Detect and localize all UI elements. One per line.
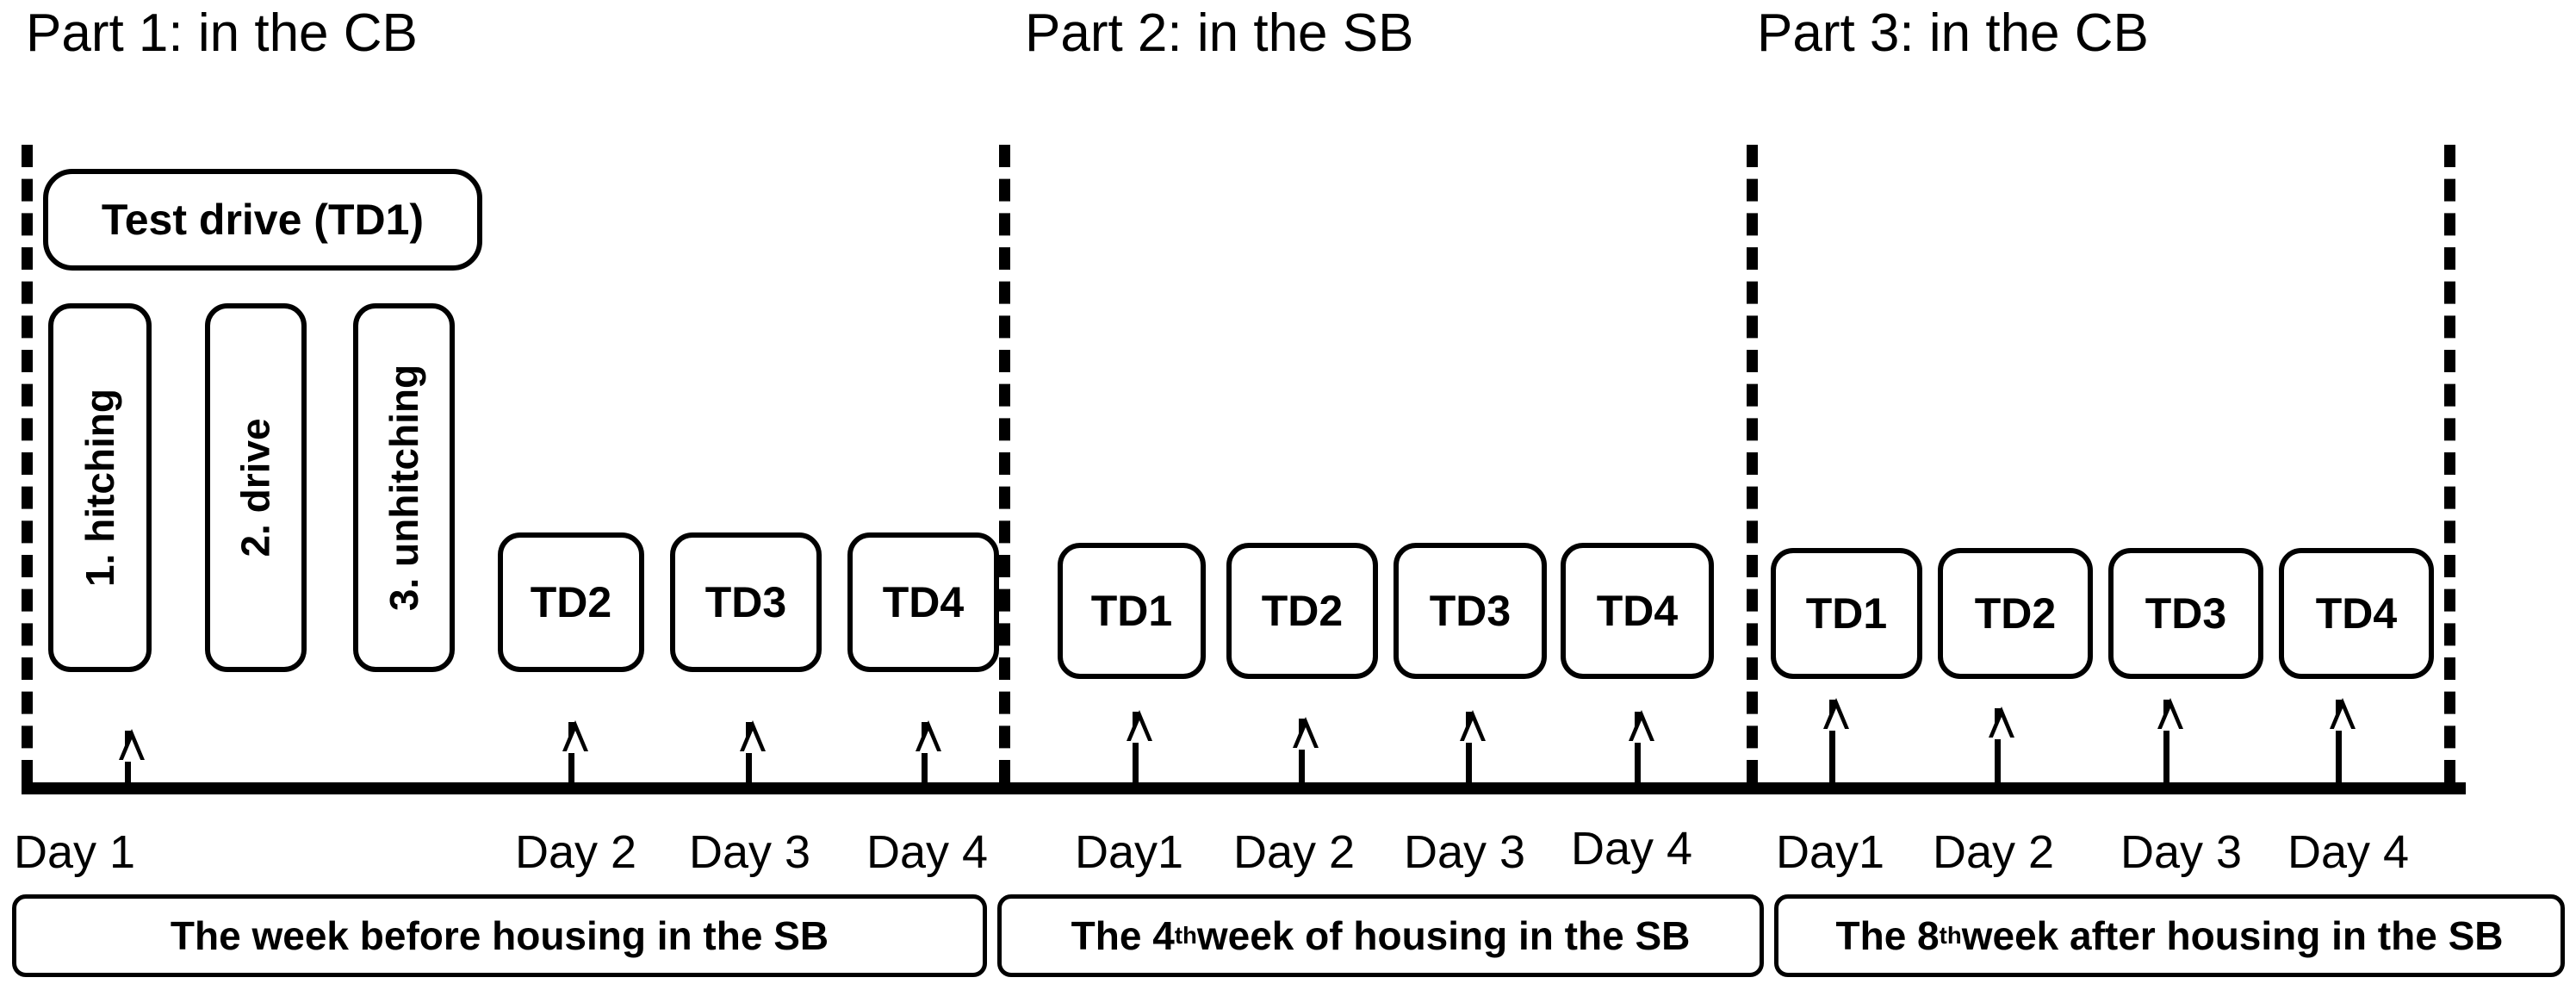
day-label-part2-4: Day 4 — [1571, 823, 1693, 875]
tick-part2-day3 — [1460, 710, 1486, 784]
part1-td4-box[interactable]: TD4 — [847, 532, 999, 672]
tick-part2-day1 — [1127, 710, 1152, 784]
divider-right-edge — [2444, 145, 2455, 782]
caption-part1-text: The week before housing in the SB — [170, 913, 829, 958]
day-label-part3-4: Day 4 — [2287, 826, 2410, 878]
part3-td3-box[interactable]: TD3 — [2108, 548, 2263, 679]
arrow-head-icon — [562, 720, 588, 753]
caption-part2-text-post: week of housing in the SB — [1196, 913, 1691, 958]
tick-part3-day1 — [1823, 698, 1849, 784]
day-label-part1-1: Day 1 — [14, 826, 136, 878]
caption-part2-text-pre: The 4 — [1071, 913, 1175, 958]
arrow-head-icon — [916, 720, 941, 753]
tick-part1-day1 — [119, 729, 145, 784]
day-label-part3-2: Day 2 — [1933, 826, 2055, 878]
arrow-head-icon — [1989, 707, 2014, 739]
step-box-drive[interactable]: 2. drive — [205, 303, 307, 672]
tick-part3-day4 — [2330, 698, 2356, 784]
tick-part2-day2 — [1293, 717, 1319, 784]
tick-part1-day3 — [740, 720, 766, 784]
arrow-head-icon — [740, 720, 766, 753]
part3-td2-box[interactable]: TD2 — [1938, 548, 2093, 679]
step-box-hitching[interactable]: 1. hitching — [48, 303, 152, 672]
part3-td4-box[interactable]: TD4 — [2279, 548, 2434, 679]
timeline-axis — [22, 782, 2466, 794]
tick-part3-day3 — [2157, 698, 2183, 784]
arrow-head-icon — [1460, 710, 1486, 743]
day-label-part1-3: Day 3 — [689, 826, 811, 878]
part1-td2-box[interactable]: TD2 — [498, 532, 644, 672]
part2-td2-box[interactable]: TD2 — [1226, 543, 1378, 679]
caption-part3-text-post: week after housing in the SB — [1961, 913, 2504, 958]
day-label-part2-3: Day 3 — [1404, 826, 1526, 878]
divider-left-edge — [22, 145, 33, 782]
tick-part1-day4 — [916, 720, 941, 784]
part2-td1-box[interactable]: TD1 — [1058, 543, 1206, 679]
step-box-hitching-label: 1. hitching — [78, 389, 122, 587]
part-2-title: Part 2: in the SB — [1025, 3, 1414, 63]
arrow-head-icon — [1293, 717, 1319, 750]
test-drive-box[interactable]: Test drive (TD1) — [43, 169, 482, 271]
tick-part3-day2 — [1989, 707, 2014, 784]
day-label-part1-4: Day 4 — [866, 826, 989, 878]
part1-td3-box[interactable]: TD3 — [670, 532, 822, 672]
step-box-unhitching[interactable]: 3. unhitching — [353, 303, 455, 672]
arrow-head-icon — [2157, 698, 2183, 731]
arrow-head-icon — [1127, 710, 1152, 743]
arrow-head-icon — [119, 729, 145, 762]
arrow-head-icon — [1823, 698, 1849, 731]
caption-part1[interactable]: The week before housing in the SB — [12, 894, 987, 977]
day-label-part3-1: Day1 — [1776, 826, 1885, 878]
part2-td3-box[interactable]: TD3 — [1394, 543, 1547, 679]
part2-td4-box[interactable]: TD4 — [1561, 543, 1714, 679]
day-label-part1-2: Day 2 — [515, 826, 637, 878]
arrow-head-icon — [2330, 698, 2356, 731]
part3-td1-box[interactable]: TD1 — [1771, 548, 1922, 679]
divider-part1-part2 — [999, 145, 1010, 782]
step-box-unhitching-label: 3. unhitching — [382, 364, 427, 612]
tick-part2-day4 — [1629, 710, 1654, 784]
day-label-part2-2: Day 2 — [1233, 826, 1356, 878]
day-label-part2-1: Day1 — [1075, 826, 1184, 878]
step-box-drive-label: 2. drive — [233, 418, 278, 557]
divider-part2-part3 — [1747, 145, 1758, 782]
tick-part1-day2 — [562, 720, 588, 784]
day-label-part3-3: Day 3 — [2120, 826, 2243, 878]
arrow-head-icon — [1629, 710, 1654, 743]
part-3-title: Part 3: in the CB — [1757, 3, 2149, 63]
caption-part3-text-pre: The 8 — [1835, 913, 1940, 958]
part-1-title: Part 1: in the CB — [26, 3, 418, 63]
